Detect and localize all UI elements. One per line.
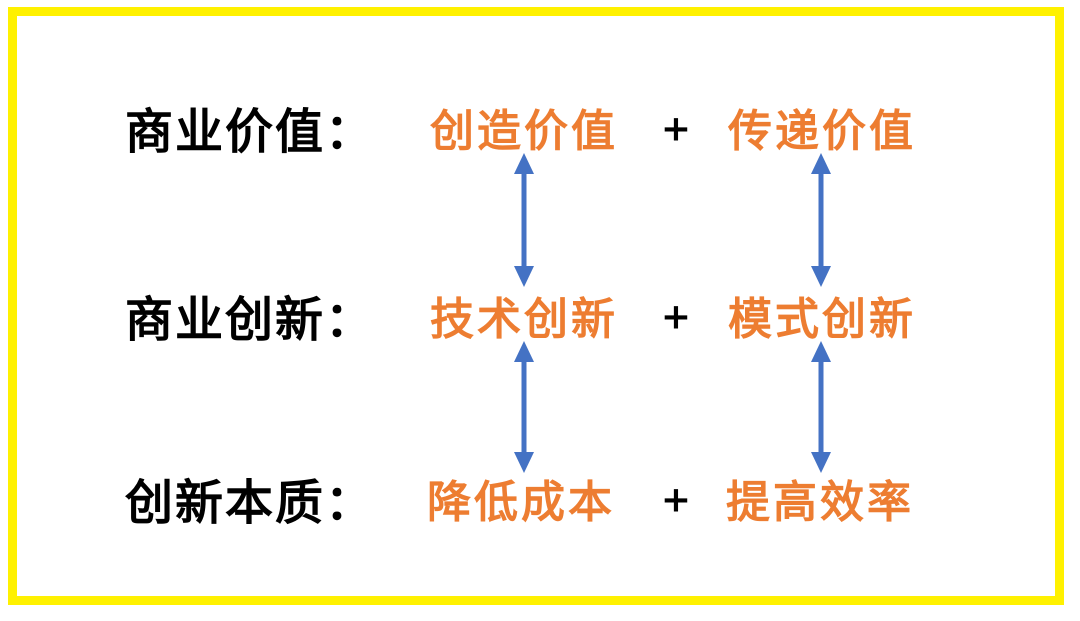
row3-left-term: 降低成本 bbox=[427, 477, 615, 528]
row1-plus-sign: + bbox=[660, 108, 692, 150]
row1-right-term: 传递价值 bbox=[728, 106, 916, 157]
row3-label: 创新本质： bbox=[125, 475, 376, 531]
row1-label: 商业价值： bbox=[125, 104, 376, 160]
row3-right-term: 提高效率 bbox=[726, 477, 914, 528]
row2-label: 商业创新： bbox=[125, 292, 376, 348]
row3-plus-sign: + bbox=[660, 479, 692, 521]
double-arrow-icon bbox=[514, 153, 534, 287]
row2-right-term: 模式创新 bbox=[728, 294, 916, 345]
row2-left-term: 技术创新 bbox=[430, 294, 618, 345]
yellow-border-frame bbox=[8, 7, 1064, 605]
row2-plus-sign: + bbox=[660, 296, 692, 338]
double-arrow-icon bbox=[811, 341, 831, 473]
row1-left-term: 创造价值 bbox=[430, 106, 618, 157]
double-arrow-icon bbox=[811, 153, 831, 287]
double-arrow-icon bbox=[514, 341, 534, 473]
